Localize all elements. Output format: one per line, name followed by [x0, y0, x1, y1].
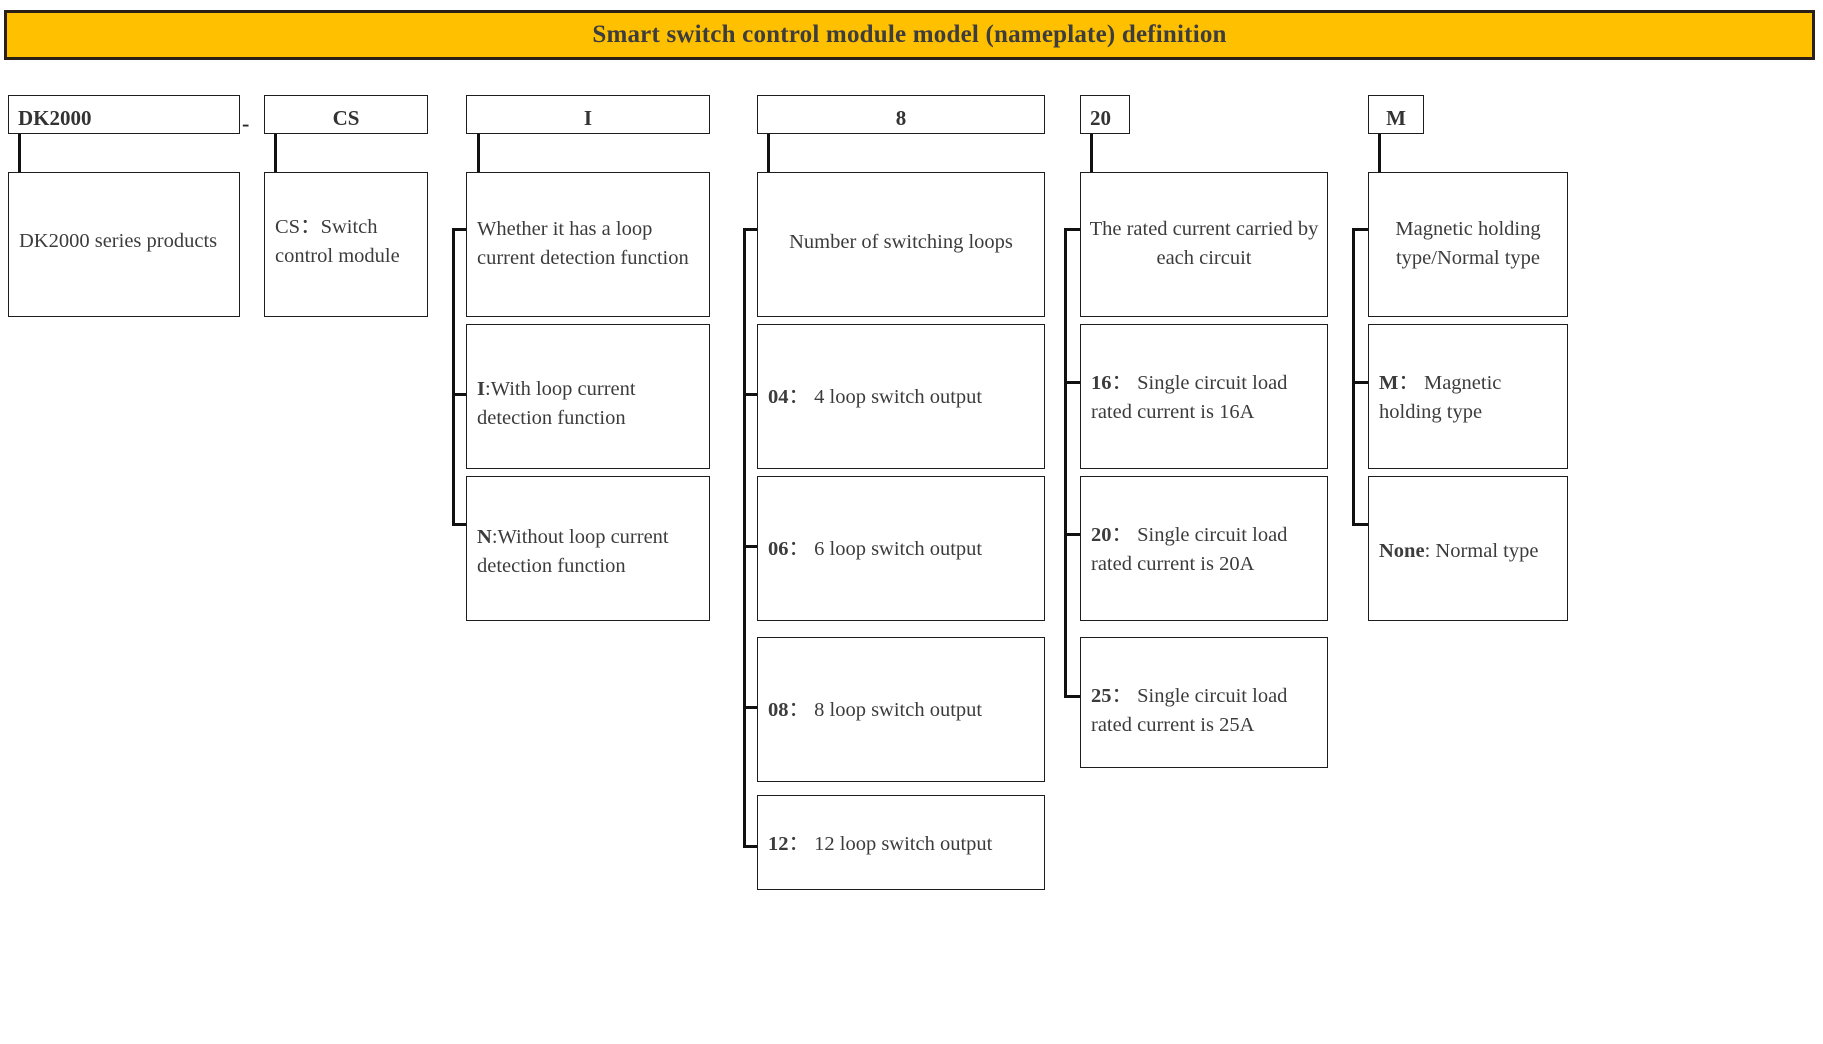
option-text: 12 loop switch output	[814, 833, 993, 855]
bracket-tick-switching-loops-4	[743, 845, 759, 848]
option-text: Normal type	[1435, 540, 1539, 562]
code-box-series[interactable]: DK2000	[8, 95, 240, 134]
bracket-tick-switching-loops-2	[743, 545, 759, 548]
bracket-spine-rated-current	[1064, 228, 1067, 698]
option-separator: ：	[1111, 685, 1133, 707]
bracket-tick-loop-current-detection-0	[452, 228, 468, 231]
option-text: Single circuit load rated current is 16A	[1091, 372, 1288, 424]
connector-stem-module	[274, 134, 277, 172]
option-text: Magnetic holding type	[1379, 372, 1502, 424]
option-text: Without loop current detection function	[477, 526, 669, 578]
option-separator: :	[1424, 540, 1431, 562]
option-text: 4 loop switch output	[814, 386, 983, 408]
bracket-tick-loop-current-detection-2	[452, 523, 468, 526]
diagram-title-banner: Smart switch control module model (namep…	[4, 10, 1815, 60]
option-separator: ：	[1111, 372, 1133, 394]
code-box-loop-current-detection[interactable]: I	[466, 95, 710, 134]
option-key: 04	[768, 386, 789, 408]
desc-box-series: DK2000 series products	[8, 172, 240, 317]
option-key: I	[477, 378, 485, 400]
option-key: 12	[768, 833, 789, 855]
bracket-spine-switching-loops	[743, 228, 746, 848]
connector-stem-loop-current-detection	[477, 134, 480, 172]
bracket-tick-rated-current-1	[1064, 381, 1080, 384]
option-text: Single circuit load rated current is 25A	[1091, 685, 1288, 737]
option-separator: ：	[1398, 372, 1419, 394]
bracket-tick-rated-current-2	[1064, 533, 1080, 536]
option-separator: :	[491, 526, 498, 548]
option-box-rated-current-0: 16： Single circuit load rated current is…	[1080, 324, 1328, 469]
desc-box-holding-type: Magnetic holding type/Normal type	[1368, 172, 1568, 317]
option-box-switching-loops-3: 12： 12 loop switch output	[757, 795, 1045, 890]
bracket-tick-rated-current-3	[1064, 695, 1080, 698]
desc-box-loop-current-detection: Whether it has a loop current detection …	[466, 172, 710, 317]
option-key: 25	[1091, 685, 1112, 707]
option-separator: ：	[788, 699, 810, 721]
option-separator: :	[484, 378, 491, 400]
option-separator: ：	[788, 538, 810, 560]
option-box-switching-loops-1: 06： 6 loop switch output	[757, 476, 1045, 621]
option-box-holding-type-1: None: Normal type	[1368, 476, 1568, 621]
option-separator: ：	[788, 833, 810, 855]
option-text: With loop current detection function	[477, 378, 636, 430]
bracket-tick-rated-current-0	[1064, 228, 1080, 231]
option-separator: ：	[1111, 524, 1133, 546]
option-box-rated-current-1: 20： Single circuit load rated current is…	[1080, 476, 1328, 621]
connector-stem-rated-current	[1090, 134, 1093, 172]
option-box-loop-current-detection-1: N:Without loop current detection functio…	[466, 476, 710, 621]
option-key: 06	[768, 538, 789, 560]
bracket-spine-loop-current-detection	[452, 228, 455, 526]
option-box-rated-current-2: 25： Single circuit load rated current is…	[1080, 637, 1328, 768]
option-separator: ：	[788, 386, 810, 408]
code-box-module[interactable]: CS	[264, 95, 428, 134]
connector-stem-switching-loops	[767, 134, 770, 172]
option-box-holding-type-0: M： Magnetic holding type	[1368, 324, 1568, 469]
connector-stem-series	[18, 134, 21, 172]
option-box-switching-loops-0: 04： 4 loop switch output	[757, 324, 1045, 469]
desc-box-module: CS：Switch control module	[264, 172, 428, 317]
bracket-tick-switching-loops-0	[743, 228, 759, 231]
option-key: 16	[1091, 372, 1112, 394]
model-separator-dash: -	[242, 111, 250, 136]
code-box-rated-current[interactable]: 20	[1080, 95, 1130, 134]
page-title: Smart switch control module model (namep…	[592, 21, 1227, 48]
option-box-switching-loops-2: 08： 8 loop switch output	[757, 637, 1045, 782]
option-key: 20	[1091, 524, 1112, 546]
option-text: Single circuit load rated current is 20A	[1091, 524, 1288, 576]
option-key: M	[1379, 372, 1399, 394]
code-box-holding-type[interactable]: M	[1368, 95, 1424, 134]
bracket-tick-holding-type-0	[1352, 228, 1368, 231]
desc-box-switching-loops: Number of switching loops	[757, 172, 1045, 317]
option-key: 08	[768, 699, 789, 721]
option-box-loop-current-detection-0: I:With loop current detection function	[466, 324, 710, 469]
option-key: N	[477, 526, 492, 548]
bracket-tick-switching-loops-3	[743, 706, 759, 709]
bracket-tick-loop-current-detection-1	[452, 393, 468, 396]
bracket-tick-holding-type-2	[1352, 523, 1368, 526]
option-text: 8 loop switch output	[814, 699, 983, 721]
bracket-tick-holding-type-1	[1352, 381, 1368, 384]
option-key: None	[1379, 540, 1425, 562]
bracket-tick-switching-loops-1	[743, 393, 759, 396]
bracket-spine-holding-type	[1352, 228, 1355, 526]
desc-box-rated-current: The rated current carried by each circui…	[1080, 172, 1328, 317]
code-box-switching-loops[interactable]: 8	[757, 95, 1045, 134]
option-text: 6 loop switch output	[814, 538, 983, 560]
connector-stem-holding-type	[1378, 134, 1381, 172]
